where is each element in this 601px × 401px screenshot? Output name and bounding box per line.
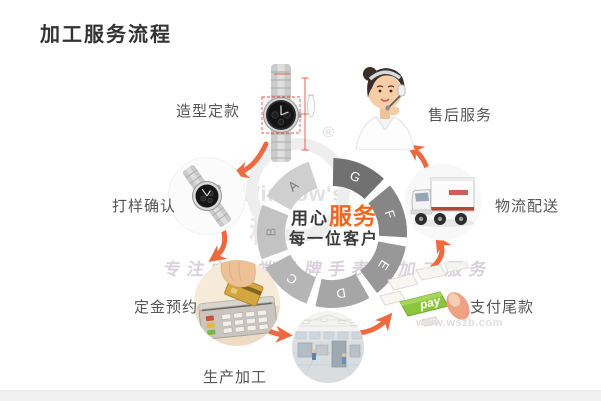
watch-design-icon [261,64,315,162]
ring-segment-a [266,161,319,211]
ring-diagram: G F E D C B A [257,158,407,308]
design-annotation-marks [261,73,309,151]
ring-letter-b: B [263,228,278,237]
logo-watermark-icon [246,138,350,242]
truck-logo-text [449,190,468,195]
label-sample: 打样确认 [112,198,177,215]
center-slogan-part1: 用心 [291,209,329,228]
truck-icon [404,163,482,241]
label-styling: 造型定款 [176,103,241,120]
center-slogan-part2: 服务 [329,203,377,229]
pay-key-icon: pay [379,262,470,327]
ring-segment-f [367,185,407,238]
center-slogan-line1: 用心服务 [270,205,398,228]
arrow-production-to-balance [356,312,393,336]
ring-segment-g [332,158,384,200]
factory-icon [292,311,364,383]
pay-key-label: pay [417,293,443,312]
page-title: 加工服务流程 [40,24,172,46]
site-watermark: www.wszb.com [416,317,503,329]
ring-segment-e [359,240,406,293]
label-balance: 支付尾款 [470,299,535,316]
ring-segment-b [257,204,289,260]
ring-segment-d [315,273,370,308]
factory-workers [312,349,346,364]
label-deposit: 定金预约 [134,299,199,316]
label-aftersales: 售后服务 [428,107,493,124]
label-delivery: 物流配送 [495,198,560,215]
arrow-balance-to-delivery [430,235,452,270]
center-slogan: 用心服务 每一位客户 [270,205,398,248]
ring-segment-c [265,254,317,304]
watch-sample-icon [168,157,246,235]
pos-card-icon [194,260,280,346]
label-production: 生产加工 [203,369,268,386]
fingertip [446,292,470,320]
center-slogan-line2: 每一位客户 [288,231,379,248]
ring-letter-d: D [335,285,347,301]
arrow-styling-to-sample [231,141,269,179]
customer-service-icon [355,67,415,150]
arrow-sample-to-deposit [208,226,228,263]
footer-strip [0,390,601,401]
